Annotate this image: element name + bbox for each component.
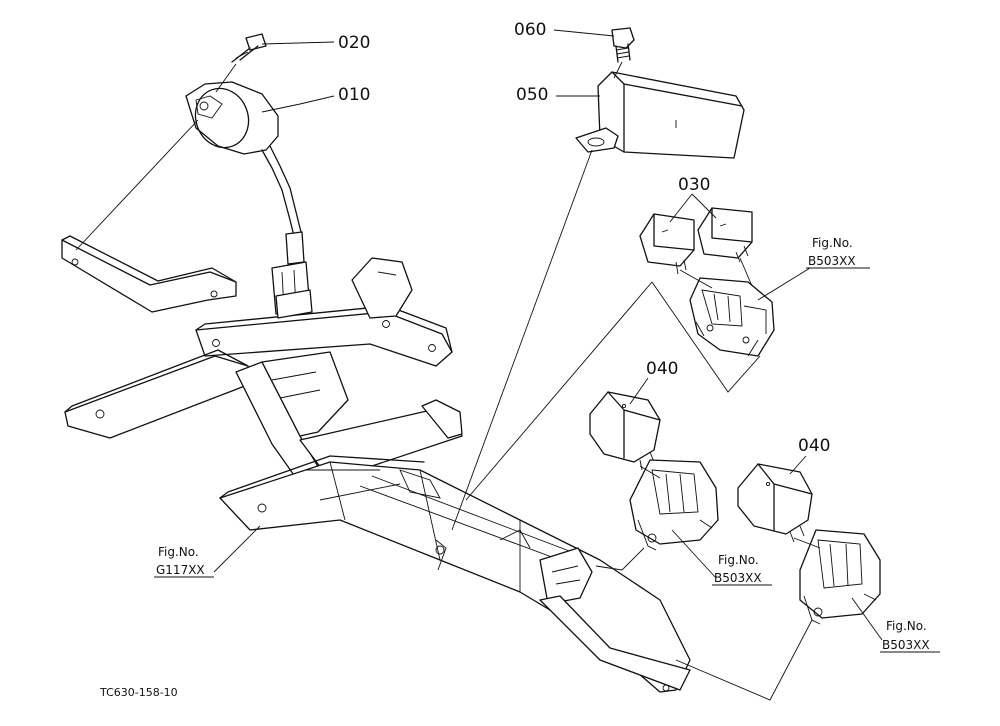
label-020: 020 — [338, 33, 370, 53]
svg-text:Fig.No.: Fig.No. — [158, 545, 199, 559]
relay-socket-lower — [799, 529, 881, 625]
label-050: 050 — [516, 85, 548, 105]
svg-text:G117XX: G117XX — [156, 563, 205, 577]
part-040-relay-lower — [737, 463, 813, 543]
figref-b503-lower: Fig.No. B503XX — [880, 619, 940, 653]
part-040-relay-middle — [589, 391, 661, 471]
relay-socket-upper — [689, 277, 775, 357]
figref-b503-middle: Fig.No. B503XX — [712, 553, 772, 586]
svg-text:B503XX: B503XX — [882, 638, 930, 652]
label-040-lower: 040 — [798, 436, 830, 456]
label-030: 030 — [678, 175, 710, 195]
label-060: 060 — [514, 20, 546, 40]
part-050-control-unit — [575, 71, 745, 159]
leader-lines — [213, 29, 883, 641]
label-040-middle: 040 — [646, 359, 678, 379]
svg-text:Fig.No.: Fig.No. — [718, 553, 759, 567]
svg-text:B503XX: B503XX — [714, 571, 762, 585]
main-frame-bracket — [61, 235, 691, 693]
figref-b503-upper: Fig.No. B503XX — [806, 236, 870, 269]
label-010: 010 — [338, 85, 370, 105]
drawing-code: TC630-158-10 — [99, 686, 178, 699]
svg-text:Fig.No.: Fig.No. — [812, 236, 853, 250]
installation-lines — [75, 61, 821, 701]
part-030-relays — [639, 207, 753, 275]
figure-references: Fig.No. B503XX Fig.No. G117XX Fig.No. B5… — [154, 236, 940, 653]
part-labels: 020 010 060 050 030 040 040 — [338, 20, 830, 456]
svg-text:Fig.No.: Fig.No. — [886, 619, 927, 633]
part-020-bolt — [231, 33, 267, 63]
figref-g117: Fig.No. G117XX — [154, 545, 214, 578]
part-060-bolt — [611, 27, 635, 63]
relay-socket-middle — [629, 459, 719, 551]
svg-text:B503XX: B503XX — [808, 254, 856, 268]
